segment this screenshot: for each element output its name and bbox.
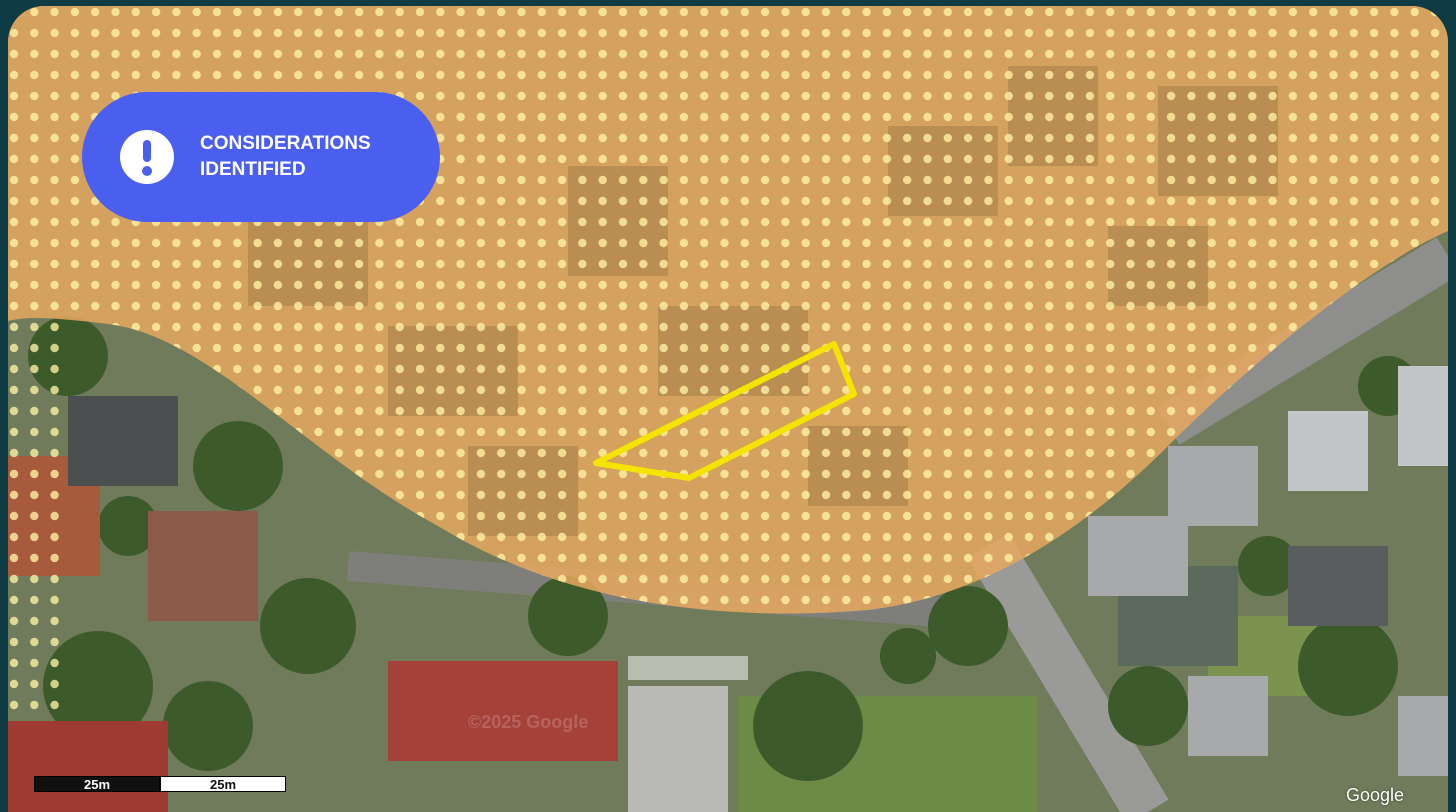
parcel-outline <box>593 341 857 481</box>
google-logo: Google <box>1345 785 1404 805</box>
scale-segment: 25m <box>34 776 160 792</box>
scale-bar: 25m 25m <box>34 776 286 792</box>
exclamation-icon <box>120 130 174 184</box>
scale-segment: 25m <box>160 776 286 792</box>
badge-label: CONSIDERATIONS IDENTIFIED <box>200 133 371 180</box>
considerations-badge: CONSIDERATIONS IDENTIFIED <box>82 92 440 222</box>
map-watermark: ©2025 Google <box>468 712 589 732</box>
